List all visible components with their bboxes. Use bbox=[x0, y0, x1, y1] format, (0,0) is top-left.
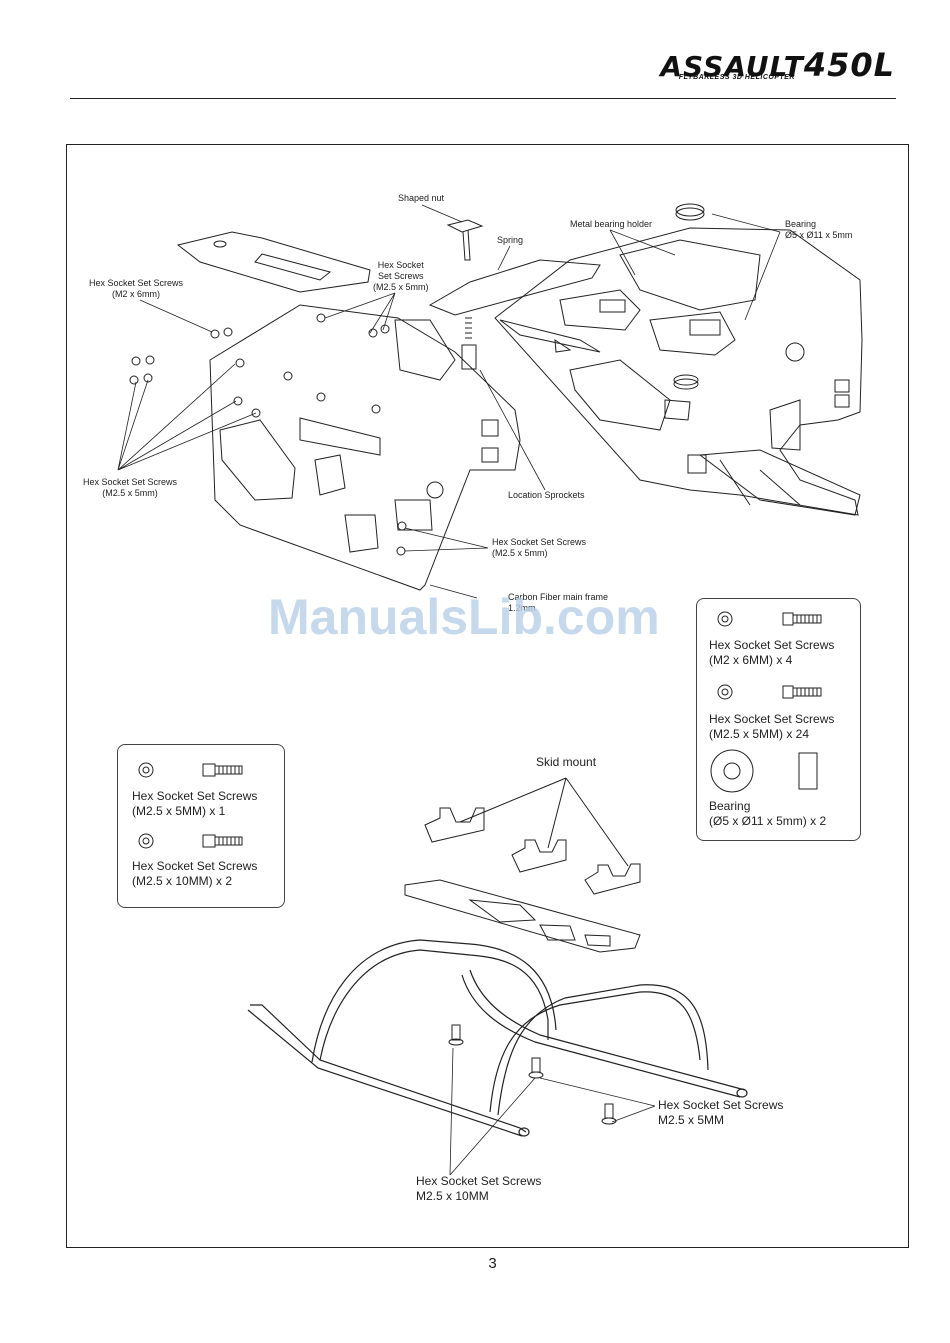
right-main-frame bbox=[494, 227, 863, 516]
leader-lines-bottom bbox=[449, 1047, 656, 1176]
label-hex-mid: Hex Socket Set Screws (M2.5 x 5mm) bbox=[492, 537, 586, 559]
label-hex-10mm: Hex Socket Set Screws M2.5 x 10MM bbox=[416, 1174, 541, 1204]
skid-parts-box: Hex Socket Set Screws (M2.5 x 5MM) x 1 H… bbox=[117, 744, 285, 908]
brand-model: 450L bbox=[803, 46, 895, 84]
label-hex-m2-6-size: (M2 x 6mm) bbox=[112, 289, 161, 299]
label-hex-5mm-name: Hex Socket Set Screws bbox=[658, 1098, 784, 1112]
watermark: ManualsLib.com bbox=[268, 589, 660, 645]
skid-parts-item2-qty: (M2.5 x 10MM) x 2 bbox=[132, 874, 233, 888]
label-skid-mount: Skid mount bbox=[536, 755, 597, 769]
shaped-nut bbox=[446, 219, 484, 261]
skid-parts-item2-name: Hex Socket Set Screws bbox=[132, 859, 258, 873]
brand-title: ASSAULT bbox=[660, 50, 804, 83]
bottom-frame-plate bbox=[404, 879, 641, 953]
bearing-side-icon bbox=[798, 752, 818, 790]
label-carbon-frame-line2: 1.2mm bbox=[508, 603, 536, 613]
brand-subtitle: FLYBARLESS 3D HELICOPTER bbox=[678, 74, 795, 81]
bearing-holders bbox=[559, 203, 761, 390]
skid-parts-item1-qty: (M2.5 x 5MM) x 1 bbox=[132, 804, 226, 818]
frame-parts-item1-qty: (M2 x 6MM) x 4 bbox=[709, 653, 793, 667]
label-hex-left: Hex Socket Set Screws (M2.5 x 5mm) bbox=[83, 477, 177, 499]
page-number: 3 bbox=[488, 1255, 497, 1272]
label-carbon-frame: Carbon Fiber main frame 1.2mm bbox=[508, 592, 608, 614]
label-hex-top-size: (M2.5 x 5mm) bbox=[373, 282, 429, 292]
skid-parts-item1-name: Hex Socket Set Screws bbox=[132, 789, 258, 803]
label-location-sprockets: Location Sprockets bbox=[508, 490, 585, 500]
landing-skid bbox=[247, 939, 748, 1137]
label-hex-top-line1: Hex Socket bbox=[377, 260, 424, 270]
header-divider bbox=[70, 98, 896, 99]
label-hex-m2-6: Hex Socket Set Screws (M2 x 6mm) bbox=[89, 278, 183, 300]
washer-icon bbox=[138, 762, 154, 778]
bearing-icon bbox=[710, 749, 754, 793]
label-shaped-nut: Shaped nut bbox=[398, 193, 445, 203]
label-carbon-frame-line1: Carbon Fiber main frame bbox=[508, 592, 609, 602]
frame-parts-item3-qty: (Ø5 x Ø11 x 5mm) x 2 bbox=[709, 814, 827, 828]
label-hex-10mm-size: M2.5 x 10MM bbox=[416, 1189, 489, 1203]
label-hex-top: Hex Socket Set Screws (M2.5 x 5mm) bbox=[373, 260, 429, 293]
label-hex-left-size: (M2.5 x 5mm) bbox=[102, 488, 158, 498]
screw-m2-5-10-icon bbox=[202, 834, 243, 848]
frame-parts-item1-name: Hex Socket Set Screws bbox=[709, 638, 835, 652]
frame-parts-item2-name: Hex Socket Set Screws bbox=[709, 712, 835, 726]
label-metal-bearing-holder: Metal bearing holder bbox=[570, 219, 653, 229]
washer-icon bbox=[717, 611, 733, 627]
frame-screws bbox=[129, 313, 407, 556]
label-hex-mid-name: Hex Socket Set Screws bbox=[492, 537, 587, 547]
label-hex-left-name: Hex Socket Set Screws bbox=[83, 477, 178, 487]
brand-wordmark: ASSAULT450L bbox=[660, 46, 895, 84]
label-spring: Spring bbox=[497, 235, 524, 245]
label-hex-top-line2: Set Screws bbox=[378, 271, 424, 281]
screw-m2-6-icon bbox=[782, 612, 822, 626]
left-main-frame bbox=[209, 304, 521, 591]
skid-screws bbox=[448, 1024, 617, 1125]
label-hex-10mm-name: Hex Socket Set Screws bbox=[416, 1174, 542, 1188]
label-hex-m2-6-name: Hex Socket Set Screws bbox=[89, 278, 184, 288]
label-bearing-size: Ø5 x Ø11 x 5mm bbox=[785, 230, 853, 240]
screw-m2-5-5-icon bbox=[202, 763, 243, 777]
frame-parts-item3-name: Bearing bbox=[709, 799, 751, 813]
leader-lines-top bbox=[117, 204, 781, 599]
label-hex-5mm: Hex Socket Set Screws M2.5 x 5MM bbox=[658, 1098, 783, 1128]
label-hex-5mm-size: M2.5 x 5MM bbox=[658, 1113, 725, 1127]
washer-icon bbox=[717, 684, 733, 700]
screw-m2-5-icon bbox=[782, 685, 822, 699]
top-frame-plate bbox=[176, 231, 371, 293]
brand-logo: ASSAULT450L FLYBARLESS 3D HELICOPTER bbox=[635, 46, 895, 86]
label-bearing-name: Bearing bbox=[785, 219, 817, 229]
skid-mounts bbox=[424, 777, 641, 895]
frame-parts-box: Hex Socket Set Screws (M2 x 6MM) x 4 Hex… bbox=[696, 598, 861, 841]
label-hex-mid-size: (M2.5 x 5mm) bbox=[492, 548, 548, 558]
content-frame bbox=[66, 144, 909, 1248]
washer-icon bbox=[138, 833, 154, 849]
servo-bracket bbox=[428, 259, 601, 370]
label-bearing: Bearing Ø5 x Ø11 x 5mm bbox=[785, 219, 852, 241]
frame-parts-item2-qty: (M2.5 x 5MM) x 24 bbox=[709, 727, 810, 741]
